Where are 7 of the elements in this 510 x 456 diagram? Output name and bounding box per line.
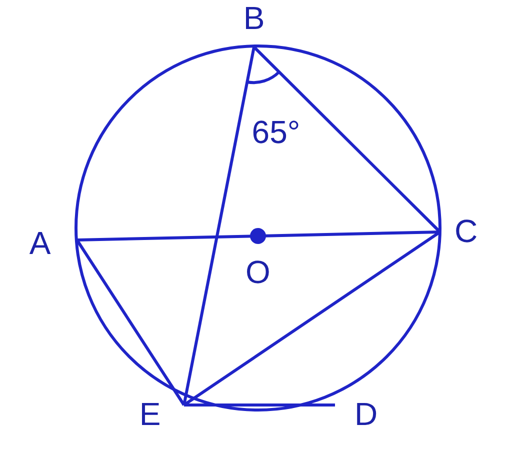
point-label: E [139, 398, 161, 430]
point-label: A [29, 227, 51, 259]
point-label: B [243, 2, 265, 34]
point-label: C [454, 215, 478, 247]
point-label: D [354, 398, 378, 430]
point-label: 65° [252, 116, 300, 148]
point-label: O [246, 256, 270, 288]
